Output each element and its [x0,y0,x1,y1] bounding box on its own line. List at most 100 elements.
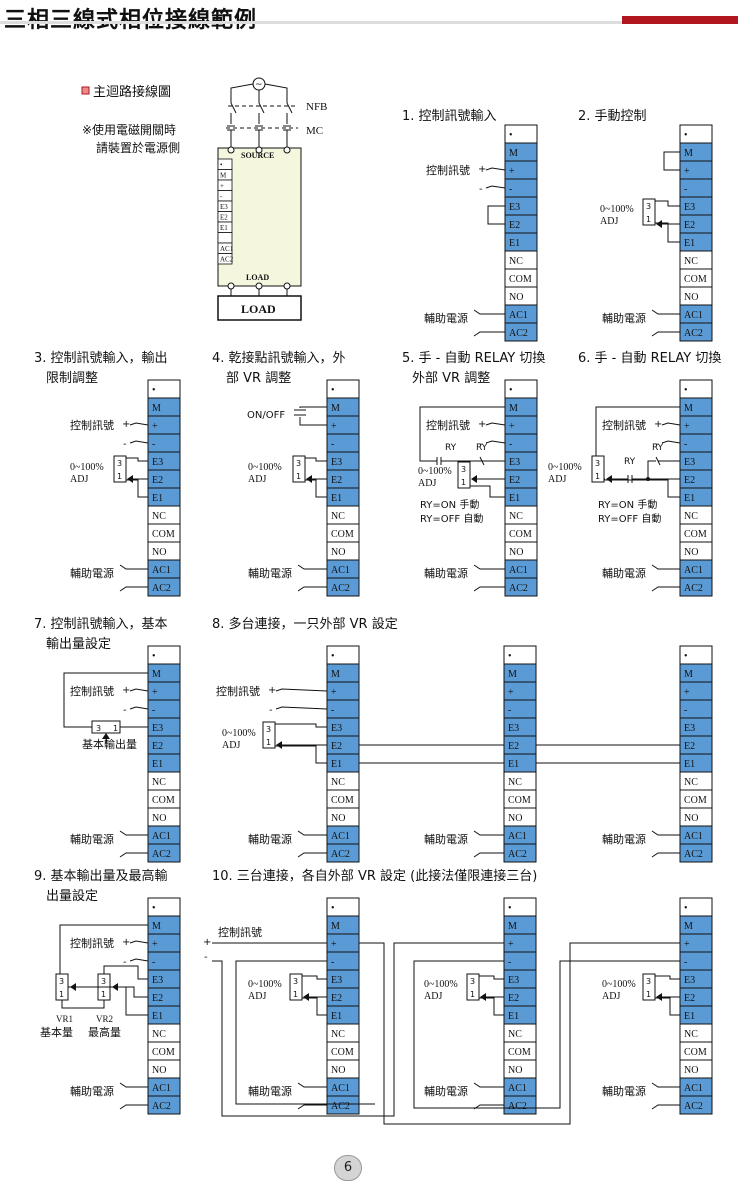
ex1-aux-ac1-wire [473,309,505,315]
ex4-terminal-label: M [331,403,340,414]
ex5-terminal-label: COM [509,529,532,540]
ex10c-terminal-label: M [684,921,693,932]
ex5-aux-ac1-wire [473,564,505,570]
ex1-terminal-label: NO [509,292,523,303]
ex5-signal-minus-wire [485,440,506,444]
ex5-ry-contact-right: RY [476,443,488,453]
main-terminal-label: AC2 [220,256,234,264]
ex10c-terminal-label: - [684,957,687,968]
ex8b-terminal-label: E3 [508,723,519,734]
ex8-pot-e3 [275,723,327,728]
ex1-terminal-label: + [509,166,515,177]
ex8-adj-label: ADJ [222,740,240,751]
ex5-title-line1: 5. 手 - 自動 RELAY 切換 [402,351,545,366]
ex10b-terminal-label: - [508,957,511,968]
ex4-pot-pin-3: 3 [296,459,301,468]
ex5-ctrl-signal-label: 控制訊號 [426,418,470,432]
ex6-m-loop [595,406,680,480]
ex3-terminal-label: NC [152,511,166,522]
ex6-ry-contact-right: RY [652,443,664,453]
ex10c-terminal-label: • [684,903,688,914]
main-terminal-label: E1 [220,224,228,232]
terminal-screw [255,282,263,290]
ex3-terminal-label: - [152,439,155,450]
ex1-aux-ac2-wire [473,331,505,337]
ex4-potentiometer-icon [292,455,306,483]
ex5-minus-sign: - [479,439,483,450]
ex5-title-line2: 外部 VR 調整 [412,371,490,386]
main-circuit-note-line1: ※使用電磁開關時 [82,122,176,137]
ex6-aux-power-label: 輔助電源 [602,566,646,580]
ex2-adj-label: ADJ [600,216,618,227]
ex9-title-line1: 9. 基本輸出量及最高輸 [34,868,168,884]
ex8b-aux-ac1-wire [473,830,504,836]
ex8b-terminal-label: AC1 [508,831,527,842]
ex9-plus-sign: + [122,937,130,948]
ex8-minus-sign: - [269,705,273,716]
ex2-terminal-label: E1 [684,238,695,249]
ex10a-terminal-label: E3 [331,975,342,986]
ex3-adj-label: ADJ [70,474,88,485]
ex9-terminal-label: E3 [152,975,163,986]
ex6-adj-range: 0~100% [548,462,582,473]
ex7-terminal-label: E1 [152,759,163,770]
ex7-pot-pin-3: 3 [96,724,101,733]
ex10a-wiper-arrow [303,993,309,1001]
ex3-terminal-label: • [152,385,156,396]
ex10a-pot-e3 [302,975,327,980]
ex4-terminal-label: E2 [331,475,342,486]
ex10-chain-plus [359,942,680,1125]
ex10a-terminal-label: NO [331,1065,345,1076]
ex10b-terminal-label: M [508,921,517,932]
ex9-m-loop [59,924,148,974]
ex10b-pot-pin-1: 1 [470,990,475,999]
ex10b-aux-ac1-wire [473,1082,504,1088]
main-terminal-label: M [220,172,227,180]
ex3-pot-pin-1: 1 [117,472,122,481]
ex8-plus-sign: + [268,685,276,696]
ex10a-terminal-label: - [331,957,334,968]
ex6-terminal-label: + [684,421,690,432]
ex5-terminal-label: • [509,385,513,396]
ex7-terminal-label: M [152,669,161,680]
ex10b-terminal-label: • [508,903,512,914]
ex6-minus-sign: - [655,439,659,450]
ex3-signal-plus-wire [129,422,149,426]
ex7-terminal-label: E2 [152,741,163,752]
ex10b-terminal-label: E2 [508,993,519,1004]
ex7-terminal-label: - [152,705,155,716]
ex5-pot-pin-1: 1 [461,478,466,487]
ex1-ctrl-signal-label: 控制訊號 [426,163,470,177]
ex2-potentiometer-icon [642,198,656,226]
ex6-plus-sign: + [654,419,662,430]
ex10c-terminal-label: AC2 [684,1101,703,1112]
ex1-e3-e2-jumper [487,205,505,225]
ex10-minus-sign: - [204,952,208,963]
ex8-potentiometer-icon [262,721,276,749]
ex4-terminal-label: NC [331,511,345,522]
ex10a-terminal-label: AC2 [331,1101,350,1112]
ex10a-terminal-label: + [331,939,337,950]
ex10a-adj-label: ADJ [248,991,266,1002]
ex10b-wiper-arrow [480,993,486,1001]
ex6-ry-on-label: RY=ON 手動 [598,498,657,511]
unit-load-label: LOAD [246,273,269,282]
ex9-base-amount-label: 基本量 [40,1025,73,1039]
ex7-terminal-label: AC2 [152,849,171,860]
ex7-title-line1: 7. 控制訊號輸入，基本 [34,617,168,632]
ex8a-aux-ac2-wire [297,852,327,858]
ex2-terminal-label: AC1 [684,310,703,321]
ex10b-adj-label: ADJ [424,991,442,1002]
ex6-potentiometer-icon [591,455,605,483]
ex9-aux-ac1-wire [119,1082,148,1088]
ex8c-terminal-label: E3 [684,723,695,734]
ex8a-terminal-label: • [331,651,335,662]
ex2-terminal-label: E2 [684,220,695,231]
ex8b-aux-ac2-wire [473,852,504,858]
ex4-on-off-label: ON/OFF [247,410,285,421]
ex5-terminal-label: M [509,403,518,414]
ex10b-potentiometer-icon [466,973,480,1001]
ex10c-pot-e1 [655,997,680,1016]
ex3-terminal-label: E2 [152,475,163,486]
ex7-plus-sign: + [122,685,130,696]
